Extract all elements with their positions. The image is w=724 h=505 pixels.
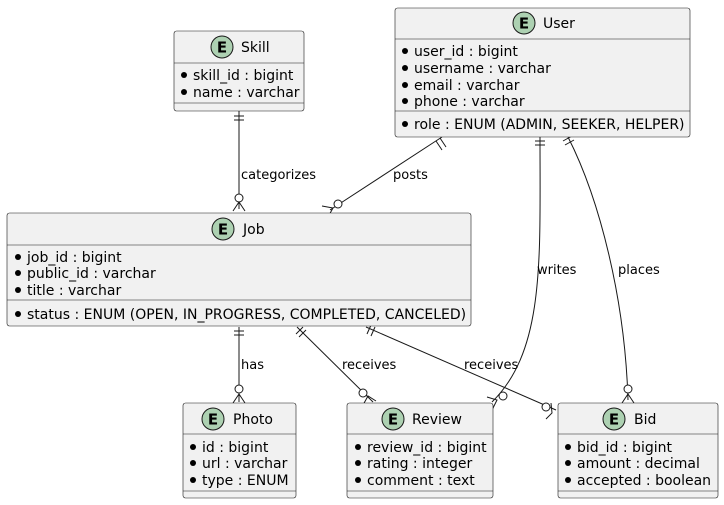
relationship-labels: categorizes posts writes places has rece… (241, 168, 660, 373)
entity-badge-icon: E (210, 35, 234, 59)
label-places: places (618, 263, 660, 278)
attribute: role : ENUM (ADMIN, SEEKER, HELPER) (414, 117, 685, 133)
entity-bid[interactable]: E Bid bid_id : bigint amount : decimal a… (557, 402, 719, 499)
attribute: public_id : varchar (27, 266, 156, 282)
attribute: user_id : bigint (414, 44, 518, 60)
attribute: id : bigint (202, 440, 269, 456)
entity-job[interactable]: E Job job_id : bigint public_id : varcha… (6, 212, 472, 327)
label-receives-review: receives (342, 358, 397, 373)
attribute: username : varchar (414, 61, 551, 77)
label-posts: posts (393, 168, 428, 183)
attribute: url : varchar (202, 456, 288, 472)
entity-title: Photo (233, 412, 273, 428)
label-writes: writes (537, 263, 577, 278)
label-has: has (241, 358, 264, 373)
label-receives-bid: receives (464, 358, 519, 373)
attribute: email : varchar (414, 78, 520, 94)
entity-badge-icon: E (201, 407, 225, 431)
svg-text:E: E (519, 15, 529, 33)
attribute: amount : decimal (577, 456, 700, 472)
edge-job-bid (365, 326, 557, 411)
entity-badge-icon: E (512, 11, 536, 35)
attribute: job_id : bigint (26, 250, 122, 266)
entity-skill[interactable]: E Skill skill_id : bigint name : varchar (173, 30, 305, 112)
entity-title: Bid (634, 412, 656, 428)
entity-photo[interactable]: E Photo id : bigint url : varchar type :… (182, 402, 297, 499)
entity-badge-icon: E (211, 217, 235, 241)
entity-title: User (543, 16, 575, 32)
relationship-lines (238, 111, 629, 411)
attribute: name : varchar (193, 85, 300, 101)
attribute: title : varchar (27, 283, 121, 299)
entity-title: Review (412, 412, 462, 428)
svg-text:E: E (388, 411, 398, 429)
attribute: comment : text (367, 473, 475, 489)
svg-text:E: E (218, 221, 228, 239)
svg-text:E: E (217, 39, 227, 57)
edge-user-job (329, 136, 443, 211)
entity-badge-icon: E (381, 407, 405, 431)
entity-title: Skill (241, 40, 270, 56)
attribute: review_id : bigint (367, 440, 487, 456)
attribute: bid_id : bigint (577, 440, 672, 456)
label-categorizes: categorizes (241, 168, 316, 183)
entity-user[interactable]: E User user_id : bigint username : varch… (394, 7, 691, 138)
entity-title: Job (242, 222, 265, 238)
entity-review[interactable]: E Review review_id : bigint rating : int… (346, 402, 494, 499)
entity-badge-icon: E (602, 407, 626, 431)
svg-text:E: E (609, 411, 619, 429)
cardinality-markers (232, 115, 635, 420)
attribute: type : ENUM (202, 473, 289, 489)
attribute: skill_id : bigint (193, 68, 294, 84)
svg-text:E: E (208, 411, 218, 429)
attribute: phone : varchar (414, 94, 525, 110)
attribute: status : ENUM (OPEN, IN_PROGRESS, COMPLE… (27, 307, 466, 323)
edge-user-bid (567, 136, 629, 401)
attribute: rating : integer (367, 456, 472, 472)
attribute: accepted : boolean (577, 473, 711, 489)
edge-user-review (491, 136, 541, 403)
